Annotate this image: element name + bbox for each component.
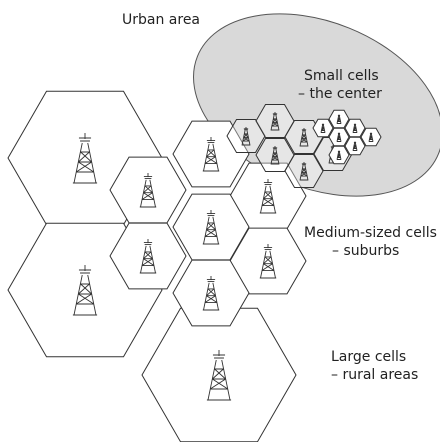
- tiny-cell: [360, 127, 382, 147]
- medium-cells-sublabel: – suburbs: [332, 243, 399, 259]
- large-cells-label: Large cells: [331, 349, 406, 365]
- cell-tower-icon: [202, 137, 220, 172]
- cell-tower-icon: [336, 114, 342, 124]
- cell-tower-icon: [72, 265, 98, 316]
- cell-tower-icon: [368, 132, 374, 142]
- cell-tower-icon: [336, 132, 342, 142]
- small-cell: [255, 104, 295, 138]
- cell-tower-icon: [352, 123, 358, 133]
- tiny-cell: [344, 118, 366, 138]
- cell-tower-icon: [270, 146, 280, 165]
- cell-tower-icon: [202, 210, 220, 245]
- large-cells-sublabel: – rural areas: [331, 367, 418, 383]
- cell-tower-icon: [299, 128, 309, 147]
- medium-cell: [109, 222, 187, 290]
- tiny-cell: [328, 109, 350, 129]
- cell-tower-icon: [139, 173, 157, 208]
- medium-cells-group: [109, 120, 307, 327]
- medium-cell: [172, 120, 250, 188]
- small-cells-label: Small cells: [304, 68, 379, 84]
- cell-tower-icon: [336, 150, 342, 160]
- cell-tower-icon: [202, 276, 220, 311]
- cell-tower-icon: [259, 244, 277, 279]
- tiny-cell: [328, 145, 350, 165]
- cell-tower-icon: [241, 127, 251, 146]
- cell-tower-icon: [299, 162, 309, 181]
- cell-tower-icon: [72, 133, 98, 184]
- cell-tower-icon: [352, 141, 358, 151]
- medium-cells-label: Medium-sized cells: [304, 225, 437, 241]
- small-cell: [255, 138, 295, 172]
- small-cells-sublabel: – the center: [298, 86, 382, 102]
- cell-tower-icon: [259, 179, 277, 214]
- small-cell: [226, 119, 266, 153]
- cell-tower-icon: [139, 239, 157, 274]
- medium-cell: [172, 259, 250, 327]
- small-cell: [284, 154, 324, 188]
- urban-area-label: Urban area: [122, 12, 200, 28]
- tiny-cells-group: [312, 109, 382, 165]
- cell-tower-icon: [320, 123, 326, 133]
- tiny-cell: [328, 127, 350, 147]
- large-cell: [141, 307, 297, 442]
- tiny-cell: [344, 136, 366, 156]
- tiny-cell: [312, 118, 334, 138]
- cell-tower-icon: [206, 350, 232, 401]
- cell-tower-icon: [270, 112, 280, 131]
